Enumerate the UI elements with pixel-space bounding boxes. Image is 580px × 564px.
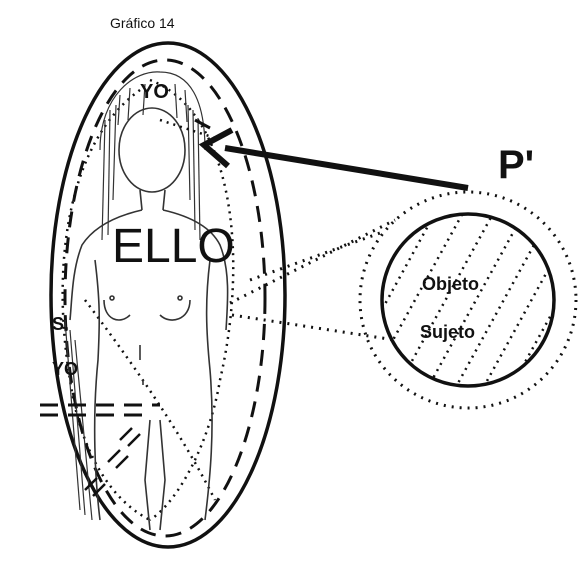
circle-hatching (335, 195, 580, 435)
object-subject-circle (382, 214, 554, 386)
outer-ellipse (51, 43, 285, 547)
human-figure (70, 108, 228, 530)
outer-dotted-circle (360, 192, 576, 408)
figure-caption: Gráfico 14 (110, 15, 175, 31)
yo-label-side: YO (52, 359, 78, 379)
ello-label: ELLO (112, 220, 235, 273)
double-dashed-line (40, 405, 160, 415)
s-label: S. (52, 314, 69, 334)
dotted-connectors (230, 220, 395, 340)
sujeto-label: Sujeto (420, 322, 475, 342)
yo-label-top: YO (140, 81, 169, 103)
head-outline (119, 108, 185, 192)
p-prime-label: P' (498, 143, 534, 187)
projection-arrow (204, 130, 468, 188)
objeto-label: Objeto (422, 274, 479, 294)
dotted-diagonal (85, 300, 215, 500)
yo-dotted-line (160, 120, 215, 138)
